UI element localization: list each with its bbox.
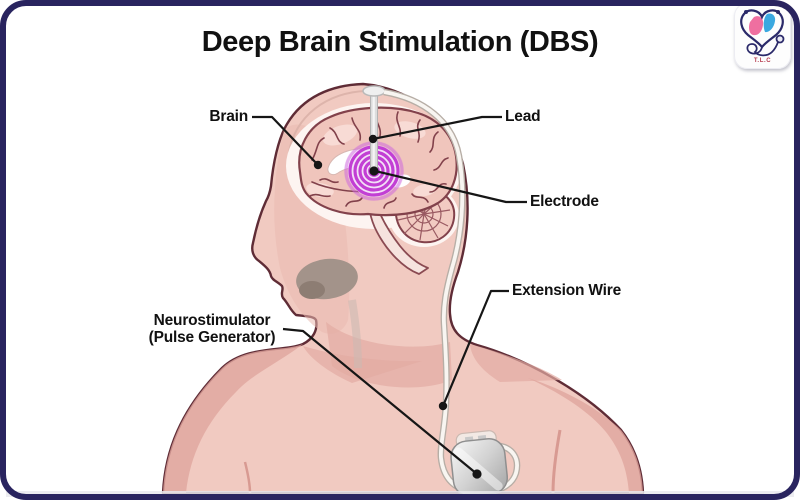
stethoscope-chestpiece bbox=[775, 34, 785, 44]
leader-dot-extension bbox=[438, 401, 448, 411]
left-shoulder-shading bbox=[163, 344, 303, 493]
leader-line-brain bbox=[252, 115, 319, 166]
leader-dot-lead bbox=[368, 134, 378, 144]
card-bottom-shadow bbox=[6, 491, 794, 497]
label-neurostimulator-line1: Neurostimulator bbox=[153, 312, 271, 329]
leader-dot-brain bbox=[313, 160, 323, 170]
logo-caption: T.L.C bbox=[753, 58, 772, 64]
neurostimulator-device bbox=[450, 430, 509, 497]
leader-line-electrode bbox=[374, 169, 527, 204]
leader-line-extension bbox=[441, 289, 509, 407]
leader-line-lead bbox=[372, 115, 502, 141]
label-brain: Brain bbox=[209, 108, 248, 125]
throat-line bbox=[348, 299, 362, 369]
label-lead: Lead bbox=[505, 108, 541, 125]
blue-face-shape bbox=[763, 13, 776, 33]
lead-assembly bbox=[362, 85, 386, 172]
stethoscope-tube bbox=[746, 41, 779, 57]
leader-dot-electrode bbox=[369, 166, 379, 176]
stethoscope-earpiece-right bbox=[776, 10, 780, 14]
leader-dot-neurostimulator bbox=[472, 469, 482, 479]
label-neurostimulator-line2: (Pulse Generator) bbox=[148, 329, 276, 346]
clinic-logo: T.L.C bbox=[734, 3, 791, 69]
leader-lines bbox=[252, 115, 527, 475]
label-electrode: Electrode bbox=[530, 193, 599, 210]
lead-cap bbox=[362, 85, 386, 97]
label-extension-wire: Extension Wire bbox=[512, 282, 622, 299]
brainstem-shape bbox=[367, 189, 429, 275]
chest-crease-left bbox=[243, 461, 252, 494]
oral-cavity-dark bbox=[299, 281, 325, 299]
pink-face-shape bbox=[749, 16, 764, 36]
stethoscope-earpiece-left bbox=[744, 10, 748, 14]
label-neurostimulator: Neurostimulator (Pulse Generator) bbox=[102, 312, 322, 346]
right-shoulder-shading bbox=[528, 378, 643, 493]
chest-crease-right bbox=[551, 429, 562, 494]
right-trap-shading bbox=[470, 344, 562, 382]
leader-dots bbox=[313, 134, 482, 479]
page-title: Deep Brain Stimulation (DBS) bbox=[201, 26, 599, 58]
leader-line-neurostimulator bbox=[282, 327, 478, 475]
heart-stethoscope-icon bbox=[740, 9, 785, 57]
